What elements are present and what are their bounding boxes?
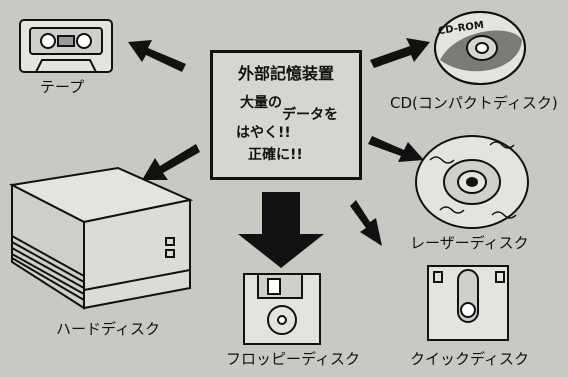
burst-line-3: はやく!! (236, 125, 291, 141)
arrow-to-cd (370, 38, 430, 68)
arrow-to-floppy (238, 192, 324, 268)
floppy-label: フロッピーディスク (226, 350, 360, 368)
burst-line-4: 正確に!! (248, 147, 303, 163)
hard-disk-label: ハードディスク (56, 320, 160, 338)
cassette-tape-icon (19, 19, 113, 73)
laser-disc-icon (415, 135, 529, 229)
quick-disk-icon (427, 265, 509, 341)
floppy-disk-icon (243, 273, 321, 345)
arrow-to-hard-disk (142, 144, 200, 180)
laser-disc-label: レーザーディスク (410, 234, 529, 252)
hard-disk-icon (8, 166, 194, 310)
tape-label: テープ (40, 78, 85, 96)
burst-line-2: データを (282, 107, 338, 123)
burst-line-1: 大量の (240, 95, 282, 111)
arrow-to-laser-disc (368, 136, 424, 162)
cd-icon (434, 11, 526, 85)
central-concept-box: 外部記憶装置 (210, 50, 362, 180)
quick-disk-label: クイックディスク (410, 350, 529, 368)
arrow-to-quick-disk (350, 200, 382, 246)
cd-label: CD(コンパクトディスク) (390, 94, 558, 112)
arrow-to-tape (128, 40, 186, 72)
center-title: 外部記憶装置 (237, 64, 334, 83)
